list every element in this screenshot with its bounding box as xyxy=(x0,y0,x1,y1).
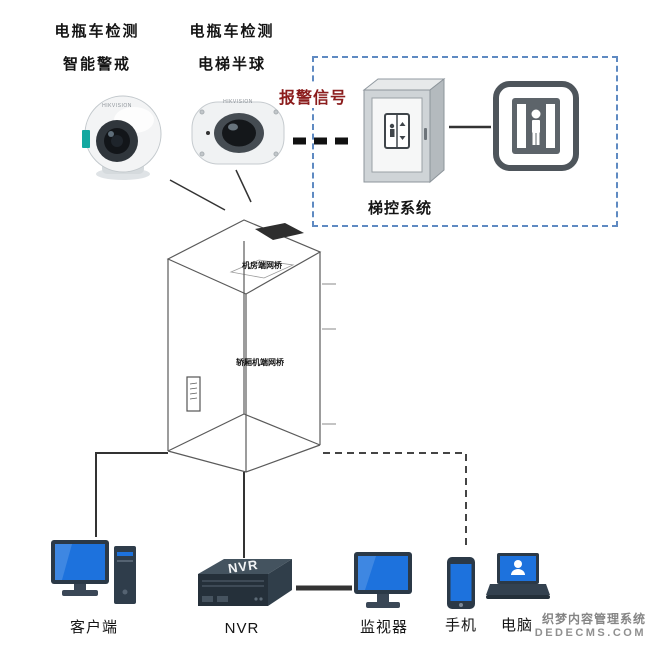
elevator-control-label: 梯控系统 xyxy=(367,200,432,217)
camera2-label-line1: 电瓶车检测 xyxy=(189,23,275,40)
watermark-line1: 织梦内容管理系统 xyxy=(541,612,646,626)
client-computer-icon xyxy=(51,540,136,604)
monitor-label: 监视器 xyxy=(359,619,408,636)
elevator-control-group-box xyxy=(312,56,618,227)
mini-dome-camera-brand: HIKVISION xyxy=(223,99,253,105)
turret-camera-icon xyxy=(82,95,162,180)
client-label: 客户端 xyxy=(69,619,118,636)
turret-camera-brand: HIKVISION xyxy=(102,103,132,109)
mini-dome-camera-icon xyxy=(191,101,285,165)
elevator-control-cabinet-icon xyxy=(362,77,446,184)
camera2-label-line2: 电梯半球 xyxy=(197,56,266,73)
laptop-icon xyxy=(486,553,550,599)
camera1-label-line1: 电瓶车检测 xyxy=(54,23,140,40)
nvr-icon xyxy=(198,559,292,606)
laptop-label: 电脑 xyxy=(500,617,533,634)
bridge-top-label: 机房端网桥 xyxy=(242,261,282,270)
phone-icon xyxy=(447,557,475,609)
camera1-label-line2: 智能警戒 xyxy=(62,56,131,73)
nvr-label: NVR xyxy=(224,620,260,637)
bridge-car-label: 轿厢机端网桥 xyxy=(236,358,284,367)
watermark-line2: DEDECMS.COM xyxy=(534,627,646,639)
monitor-icon xyxy=(354,552,412,608)
watermark: 织梦内容管理系统 DEDECMS.COM xyxy=(460,612,646,641)
phone-label: 手机 xyxy=(444,617,477,634)
elevator-wireframe xyxy=(166,219,336,473)
elevator-sign-icon xyxy=(493,81,579,171)
alarm-signal-label: 报警信号 xyxy=(276,84,351,108)
